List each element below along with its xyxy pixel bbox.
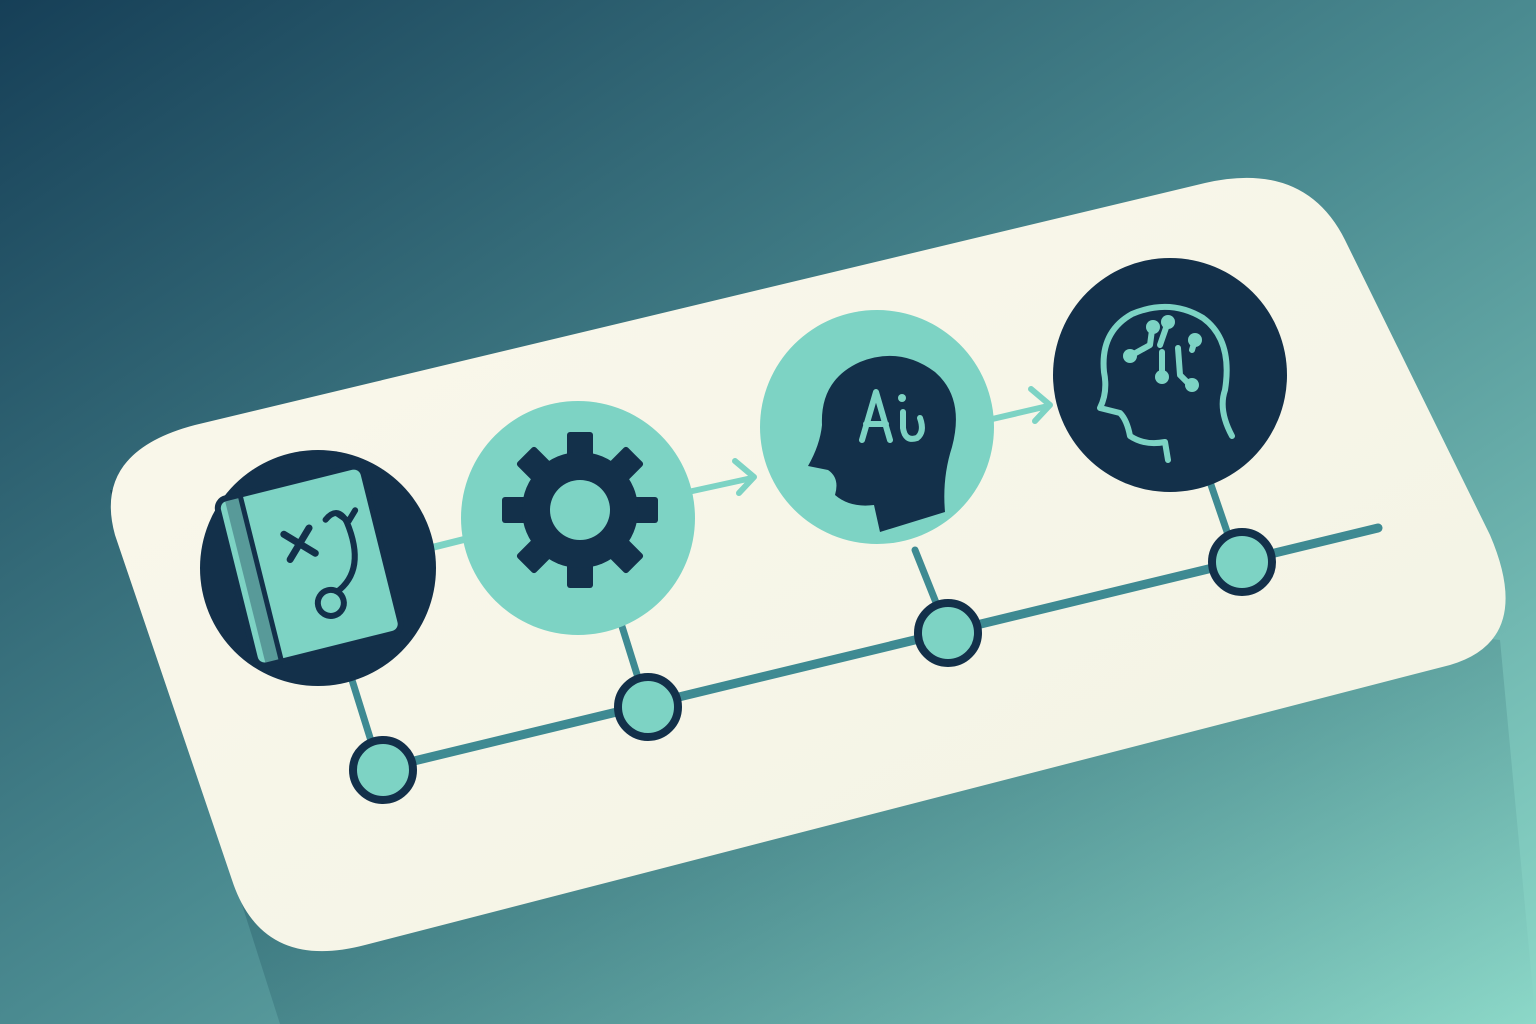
timeline-node-1 (349, 736, 417, 804)
timeline-node-2 (614, 673, 682, 741)
step-3-circle (760, 310, 994, 544)
circuit-nodes (1123, 315, 1202, 392)
step-4-circle (1053, 258, 1287, 492)
step-1-circle (200, 450, 436, 686)
step-2-circle (461, 401, 695, 635)
timeline-node-3 (914, 599, 982, 667)
gear-icon (502, 432, 658, 588)
ai-head-icon (808, 355, 956, 532)
playbook-strategy-icon (214, 463, 404, 669)
arrow-3-to-4 (985, 386, 1053, 424)
arrow-2-to-3 (685, 458, 757, 496)
timeline-nodes (349, 528, 1276, 804)
timeline-node-4 (1208, 528, 1276, 596)
